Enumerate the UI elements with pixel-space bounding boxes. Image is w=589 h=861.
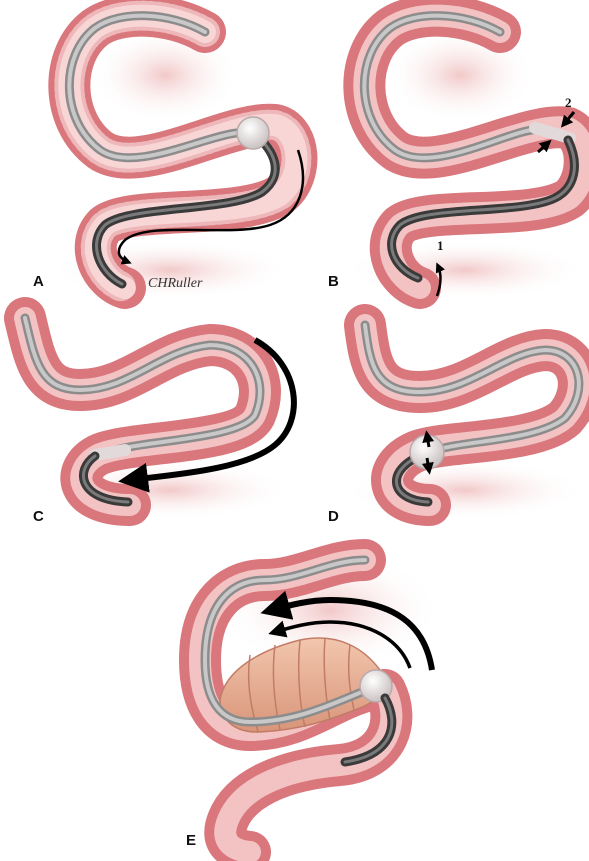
panel-label-c: C bbox=[33, 508, 44, 525]
inflation-arrow bbox=[427, 435, 429, 447]
panel-label-b: B bbox=[328, 273, 339, 290]
inflation-arrow bbox=[427, 458, 429, 470]
panel-c bbox=[25, 318, 294, 520]
panel-label-a: A bbox=[33, 273, 44, 290]
deflated-balloon bbox=[95, 450, 125, 455]
artist-signature: CHRuller bbox=[148, 276, 202, 292]
panel-label-e: E bbox=[186, 832, 196, 849]
panel-label-d: D bbox=[328, 508, 339, 525]
panel-b bbox=[345, 16, 585, 300]
step-label-2: 2 bbox=[565, 95, 572, 111]
balloon bbox=[237, 117, 269, 149]
panel-e bbox=[200, 550, 440, 852]
panel-d bbox=[345, 325, 585, 520]
panel-a bbox=[50, 16, 303, 300]
step-label-1: 1 bbox=[437, 238, 444, 254]
